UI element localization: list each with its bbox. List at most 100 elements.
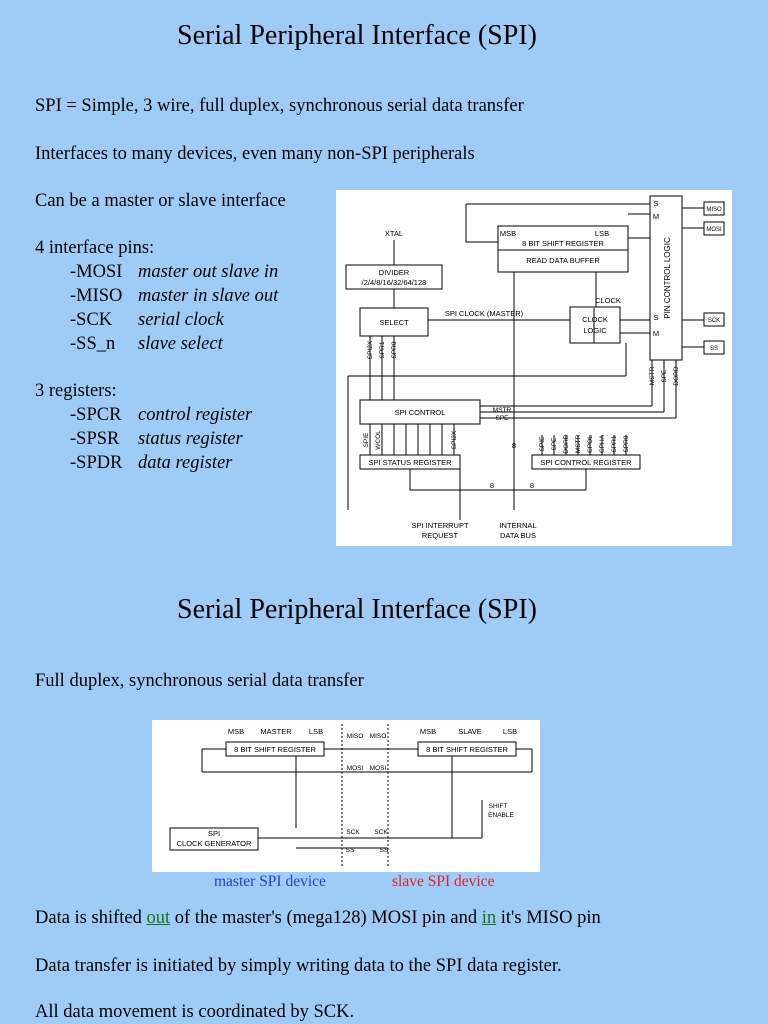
caption-master: master SPI device [214, 873, 326, 890]
svg-text:8 BIT SHIFT REGISTER: 8 BIT SHIFT REGISTER [426, 745, 508, 754]
svg-text:S: S [653, 313, 658, 322]
slide2-subtitle: Full duplex, synchronous serial data tra… [35, 671, 364, 691]
data-shift-text-a: Data is shifted [35, 908, 147, 928]
register-name: -SPSR [70, 429, 120, 449]
svg-text:8: 8 [530, 481, 534, 490]
register-desc: status register [138, 429, 243, 449]
data-shift-out: out [146, 908, 171, 928]
svg-text:DIVIDER: DIVIDER [379, 268, 410, 277]
block-diagram-svg: XTAL DIVIDER /2/4/8/16/32/64/128 SELECT … [345, 195, 725, 540]
register-spdr: -SPDR data register [70, 453, 330, 477]
svg-text:SELECT: SELECT [379, 318, 409, 327]
svg-text:SPIE: SPIE [363, 432, 370, 447]
intro-line-1: SPI = Simple, 3 wire, full duplex, synch… [35, 96, 524, 116]
svg-text:SPR1: SPR1 [379, 341, 386, 358]
pin-name: -SS_n [70, 334, 116, 354]
svg-text:SLAVE: SLAVE [458, 727, 482, 736]
registers-heading: 3 registers: [35, 381, 117, 401]
svg-text:MSB: MSB [420, 727, 436, 736]
svg-text:DORD: DORD [563, 434, 570, 453]
svg-text:SPIE: SPIE [539, 436, 546, 451]
svg-text:SCK: SCK [708, 318, 720, 324]
transfer-init-line: Data transfer is initiated by simply wri… [35, 956, 562, 976]
svg-text:S: S [653, 199, 658, 208]
svg-text:WCOL: WCOL [375, 430, 382, 450]
pin-desc: slave select [138, 334, 223, 354]
slide1-title: Serial Peripheral Interface (SPI) [177, 20, 537, 51]
svg-text:MASTER: MASTER [260, 727, 292, 736]
svg-text:SCK: SCK [374, 829, 388, 836]
data-shift-in: in [481, 908, 497, 928]
svg-text:CPHA: CPHA [599, 434, 606, 453]
pin-name: -SCK [70, 310, 113, 330]
svg-text:8: 8 [490, 481, 494, 490]
slide2-title: Serial Peripheral Interface (SPI) [177, 594, 537, 625]
svg-text:SPI STATUS REGISTER: SPI STATUS REGISTER [368, 458, 452, 467]
pin-mosi: -MOSI master out slave in [70, 262, 330, 286]
register-name: -SPDR [70, 453, 123, 473]
svg-text:8 BIT SHIFT REGISTER: 8 BIT SHIFT REGISTER [522, 239, 604, 248]
svg-text:SHIFT: SHIFT [489, 803, 508, 810]
svg-text:MSTR: MSTR [493, 407, 512, 414]
svg-text:CLOCK: CLOCK [595, 296, 621, 305]
spi-block-diagram: XTAL DIVIDER /2/4/8/16/32/64/128 SELECT … [336, 190, 732, 546]
register-spcr: -SPCR control register [70, 405, 330, 429]
intro-line-3: Can be a master or slave interface [35, 191, 286, 211]
svg-text:8 BIT SHIFT REGISTER: 8 BIT SHIFT REGISTER [234, 745, 316, 754]
svg-text:SPI2X: SPI2X [451, 430, 458, 449]
intro-line-2: Interfaces to many devices, even many no… [35, 144, 475, 164]
svg-text:LSB: LSB [595, 229, 609, 238]
svg-text:SPR0: SPR0 [391, 341, 398, 358]
svg-text:ENABLE: ENABLE [488, 812, 514, 819]
svg-text:M: M [653, 212, 659, 221]
svg-text:SS: SS [380, 847, 389, 854]
svg-text:SCK: SCK [346, 829, 360, 836]
caption-slave: slave SPI device [392, 873, 495, 890]
svg-text:SPE: SPE [551, 437, 558, 451]
svg-text:MOSI: MOSI [370, 765, 387, 772]
svg-text:SPE: SPE [495, 415, 509, 422]
svg-text:SPI2X: SPI2X [367, 340, 374, 359]
svg-text:DATA BUS: DATA BUS [500, 531, 536, 540]
pin-name: -MOSI [70, 262, 123, 282]
register-desc: control register [138, 405, 253, 425]
svg-text:MOSI: MOSI [347, 765, 364, 772]
master-slave-diagram: MSB MASTER LSB 8 BIT SHIFT REGISTER MSB … [152, 720, 540, 872]
svg-text:PIN CONTROL LOGIC: PIN CONTROL LOGIC [663, 237, 672, 319]
data-shift-text-b: of the master's (mega128) MOSI pin and [170, 908, 482, 928]
pin-name: -MISO [70, 286, 123, 306]
data-shift-text-c: it's MISO pin [496, 908, 601, 928]
svg-text:LSB: LSB [309, 727, 323, 736]
svg-text:MSB: MSB [228, 727, 244, 736]
svg-text:INTERNAL: INTERNAL [499, 521, 536, 530]
svg-text:SS: SS [710, 346, 718, 352]
svg-text:READ DATA BUFFER: READ DATA BUFFER [526, 256, 600, 265]
pin-desc: master out slave in [138, 262, 279, 282]
svg-text:CPOL: CPOL [587, 435, 594, 453]
svg-text:MISO: MISO [370, 733, 387, 740]
svg-text:MSTR: MSTR [575, 434, 582, 453]
sck-coordination-line: All data movement is coordinated by SCK. [35, 1002, 355, 1022]
svg-text:SPI CONTROL REGISTER: SPI CONTROL REGISTER [541, 458, 633, 467]
svg-text:M: M [653, 329, 659, 338]
svg-text:SPR0: SPR0 [623, 435, 630, 452]
register-desc: data register [138, 453, 233, 473]
svg-text:/2/4/8/16/32/64/128: /2/4/8/16/32/64/128 [362, 278, 427, 287]
pin-desc: serial clock [138, 310, 224, 330]
svg-text:SPR1: SPR1 [611, 435, 618, 452]
svg-text:CLOCK: CLOCK [582, 315, 608, 324]
pin-miso: -MISO master in slave out [70, 286, 330, 310]
svg-text:SS: SS [346, 847, 355, 854]
svg-text:MISO: MISO [706, 207, 722, 213]
svg-text:CLOCK GENERATOR: CLOCK GENERATOR [177, 839, 252, 848]
svg-text:SPI CONTROL: SPI CONTROL [395, 408, 446, 417]
clock-generator-box [169, 827, 259, 851]
svg-text:MISO: MISO [347, 733, 364, 740]
svg-text:MSTR: MSTR [649, 366, 656, 385]
svg-text:SPI: SPI [208, 829, 220, 838]
svg-text:MSB: MSB [500, 229, 516, 238]
svg-text:REQUEST: REQUEST [422, 531, 459, 540]
master-slave-svg: MSB MASTER LSB 8 BIT SHIFT REGISTER MSB … [169, 724, 533, 868]
svg-text:LOGIC: LOGIC [583, 326, 607, 335]
svg-text:SPI CLOCK (MASTER): SPI CLOCK (MASTER) [445, 309, 524, 318]
